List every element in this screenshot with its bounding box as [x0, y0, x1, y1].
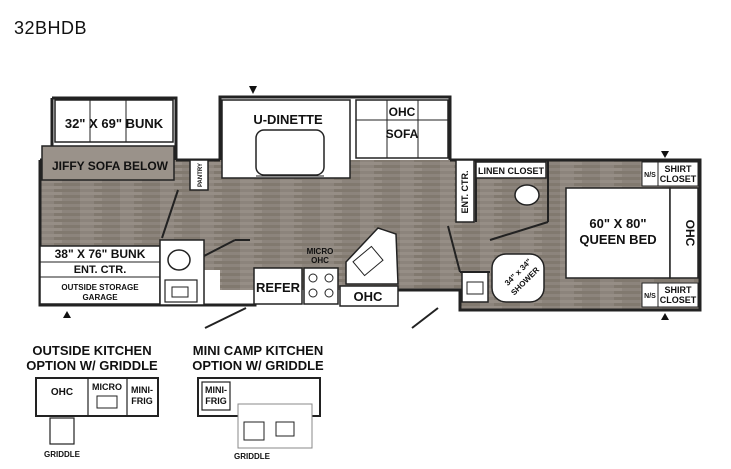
pantry-label: PANTRY [198, 163, 204, 187]
rear-bath: LINEN CLOSET 34" x 34" SHOWER [447, 160, 549, 303]
interior-door-swing [161, 189, 179, 239]
slide-marker-front [63, 311, 71, 318]
mini-camp-title-1: MINI CAMP KITCHEN [193, 343, 323, 358]
sofa-label: SOFA [386, 127, 419, 141]
ns-bottom-label: N/S [644, 293, 656, 300]
ohc-top-label: OHC [389, 105, 416, 119]
outside-storage-label: OUTSIDE STORAGE [61, 283, 139, 292]
ohc-kitchen-label: OHC [354, 289, 384, 304]
mini-camp-title-2: OPTION W/ GRIDDLE [192, 358, 324, 373]
linen-closet-label: LINEN CLOSET [478, 166, 545, 176]
ohc-bed-label: OHC [683, 220, 697, 247]
bottom-bunk: 38" X 76" BUNK ENT. CTR. OUTSIDE STORAGE… [39, 245, 161, 318]
sofa: OHC SOFA [355, 99, 449, 159]
kitchen-sink [352, 245, 384, 277]
slide-marker-top [249, 86, 257, 94]
outside-kitchen-title-2: OPTION W/ GRIDDLE [26, 358, 158, 373]
micro-ohc-label: OHC [311, 256, 329, 265]
top-bunk: 32" X 69" BUNK JIFFY SOFA BELOW [41, 99, 175, 181]
toilet-rear [514, 184, 540, 206]
queen-bed-size-label: 60" X 80" [589, 216, 646, 231]
ent-ctr-bunk-label: ENT. CTR. [74, 264, 127, 276]
shirt-closet-bottom: N/S SHIRT CLOSET [641, 282, 699, 320]
bunk-top-label: 32" X 69" BUNK [65, 116, 164, 131]
front-bath [159, 239, 250, 306]
queen-bed-label: QUEEN BED [579, 232, 656, 247]
mini-camp-minifrig-1: MINI- [205, 385, 227, 395]
shirt-top-label: SHIRT [665, 164, 693, 174]
toilet-front [167, 249, 191, 271]
queen-bed: 60" X 80" QUEEN BED OHC [565, 187, 699, 279]
garage-label: GARAGE [82, 293, 118, 302]
jiffy-sofa-label: JIFFY SOFA BELOW [52, 159, 169, 173]
micro-label: MICRO [307, 247, 334, 256]
refer-label: REFER [256, 280, 301, 295]
slide-marker-rear [661, 151, 669, 158]
kitchen: REFER MICRO OHC OHC [204, 227, 439, 329]
stove [303, 267, 339, 305]
outside-kitchen-minifrig-1: MINI- [131, 385, 153, 395]
closet-bottom-label: CLOSET [660, 295, 697, 305]
outside-kitchen-ohc: OHC [51, 387, 73, 398]
outside-kitchen-griddle-label: GRIDDLE [44, 450, 81, 459]
mini-camp-kitchen-option: MINI CAMP KITCHEN OPTION W/ GRIDDLE MINI… [192, 343, 324, 461]
ent-ctr-vertical-label: ENT. CTR. [460, 170, 470, 213]
u-dinette: U-DINETTE [221, 86, 351, 179]
outside-kitchen-minifrig-2: FRIG [131, 396, 153, 406]
ent-ctr-vertical: ENT. CTR. [455, 159, 475, 223]
u-dinette-label: U-DINETTE [253, 112, 323, 127]
outside-kitchen-title-1: OUTSIDE KITCHEN [32, 343, 151, 358]
shirt-closet-top: N/S SHIRT CLOSET [641, 151, 699, 187]
mini-camp-griddle-label: GRIDDLE [234, 452, 271, 461]
outside-kitchen-option: OUTSIDE KITCHEN OPTION W/ GRIDDLE OHC MI… [26, 343, 159, 459]
bunk-bottom-label: 38" X 76" BUNK [55, 247, 146, 261]
model-title: 32BHDB [14, 18, 88, 38]
ns-top-label: N/S [644, 172, 656, 179]
closet-top-label: CLOSET [660, 174, 697, 184]
shower [491, 253, 545, 303]
pantry: PANTRY [189, 159, 209, 191]
outside-kitchen-micro: MICRO [92, 382, 122, 392]
mini-camp-minifrig-2: FRIG [205, 396, 227, 406]
shirt-bottom-label: SHIRT [665, 285, 693, 295]
outside-kitchen-griddle [49, 417, 75, 445]
slide-marker-bottom [661, 313, 669, 320]
